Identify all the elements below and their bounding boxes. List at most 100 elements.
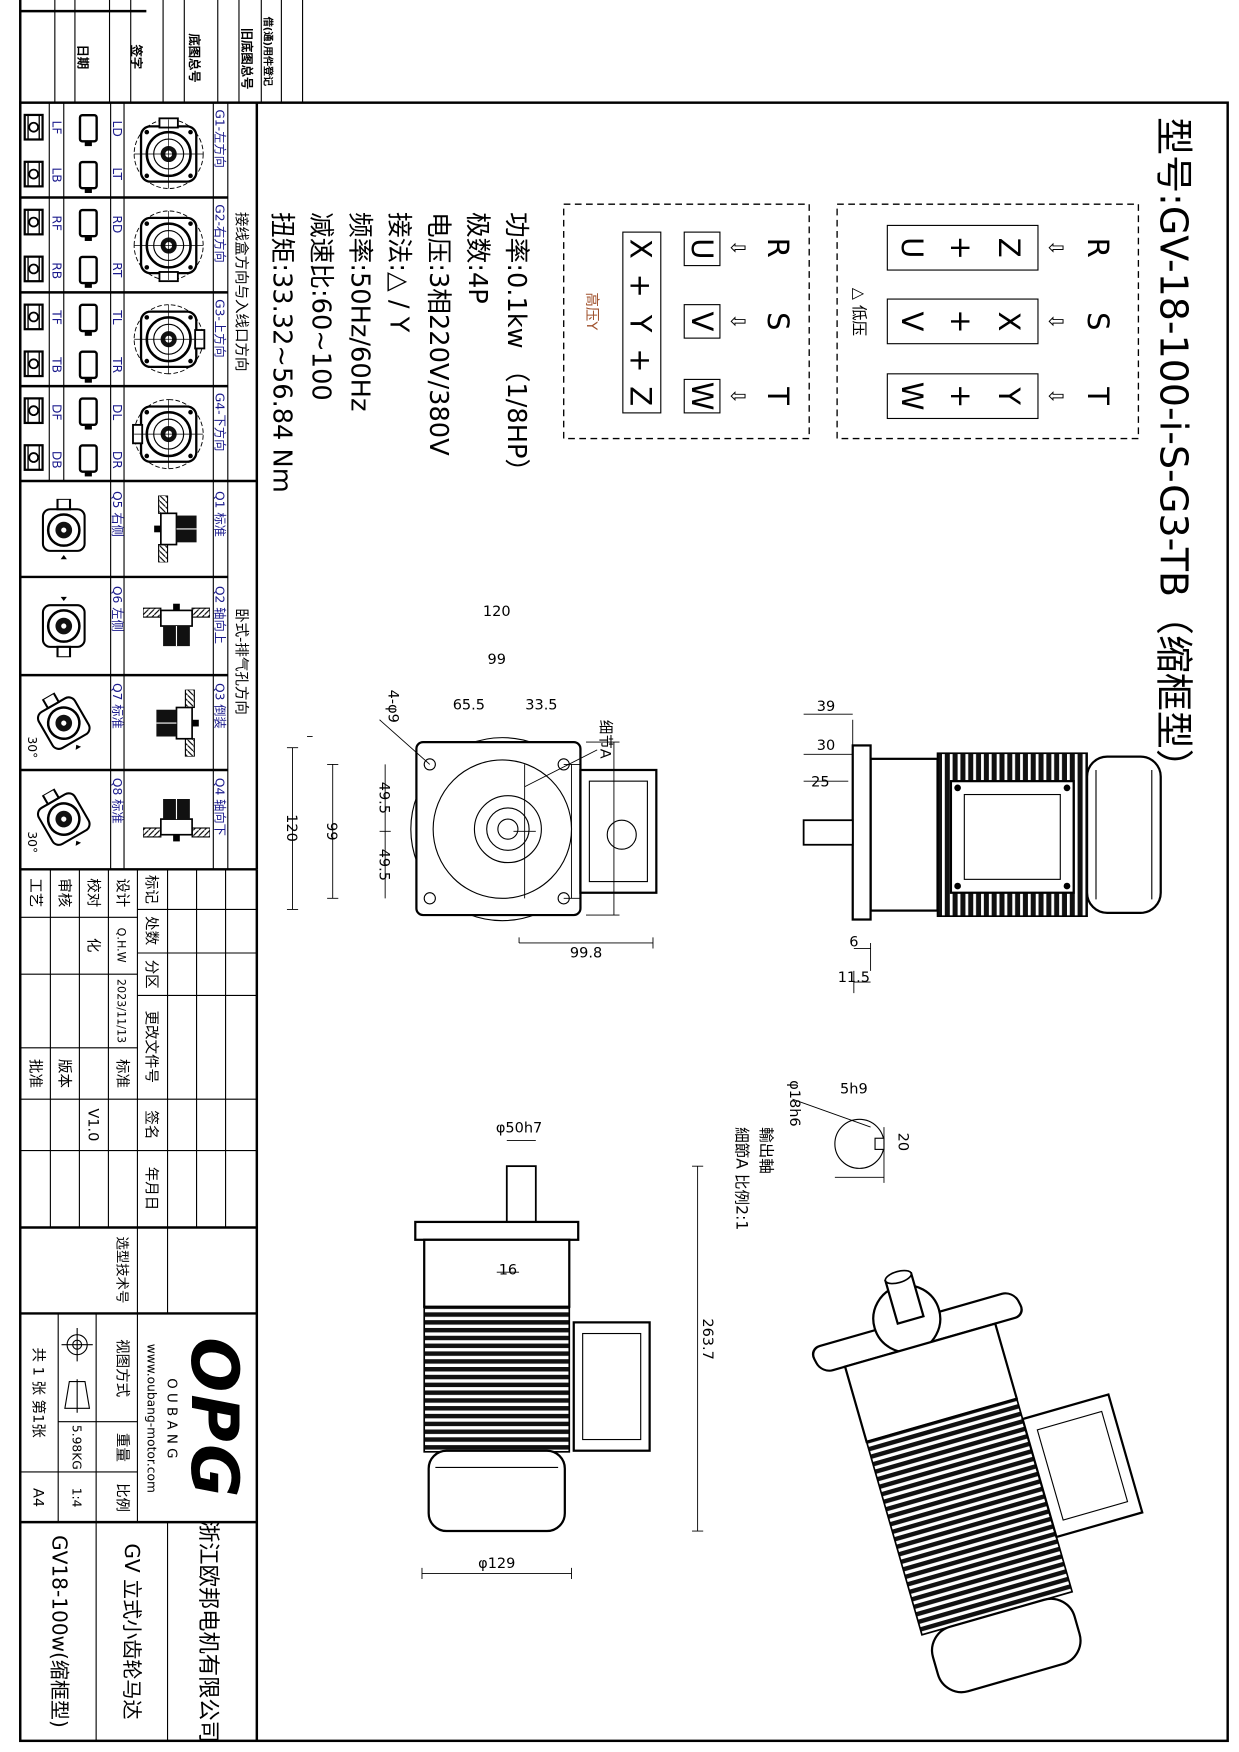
wiring-high-voltage: R S T ⇩ ⇩ ⇩ U V W X + Y + Z 高压Y (563, 203, 810, 440)
dim-6: 6 (849, 934, 858, 950)
dim-129: φ129 (478, 1556, 515, 1572)
dim-key: 5h9 (840, 1082, 868, 1098)
dim-99-height: 99 (323, 822, 339, 840)
g3-label: G3-上方向 (213, 299, 228, 358)
header-count: 处数 (142, 916, 159, 945)
dim-shaft-dia: φ18h6 (786, 1080, 802, 1126)
wire-w: W (895, 382, 929, 411)
dim-49-5-bottom: 49.5 (376, 849, 392, 881)
strip-base-no: 底图总号 (187, 33, 202, 82)
arrow-down-icon: ⇩ (726, 239, 750, 256)
dim-11-5: 11.5 (838, 970, 870, 986)
wire-plus: + (944, 309, 978, 333)
orientation-table: 接线盒方向与入线口方向 卧式-排气孔方向 G1-左方向 LD LT LF LB … (19, 102, 259, 871)
review-label: 审核 (55, 878, 72, 907)
drawing-frame (19, 101, 1229, 1743)
spec-poles: 极数:4P (462, 212, 492, 304)
wire-u: U (685, 238, 719, 259)
registration-strip: 日期 签字 底图总号 旧底图总号 借(通)用件登记 (54, 0, 304, 103)
wiring-low-voltage: R S T ⇩ ⇩ ⇩ Z + U X + V Y + W △ 低压 (836, 203, 1140, 440)
header-signature: 签名 (142, 1110, 159, 1139)
junction-box-title: 接线盒方向与入线口方向 (233, 212, 250, 371)
paper-size: A4 (30, 1488, 46, 1507)
arrow-down-icon: ⇩ (726, 388, 750, 405)
design-date: 2023/11/13 (114, 979, 127, 1043)
view-method-label: 视图方式 (113, 1339, 130, 1397)
output-shaft-label: 輸出軸 (757, 1127, 775, 1174)
g1-label: G1-左方向 (213, 109, 228, 168)
wire-v: V (895, 311, 929, 331)
projection-symbol-icon (61, 1327, 93, 1413)
dim-33-5: 33.5 (525, 698, 557, 714)
strip-sign: 签字 (129, 44, 144, 70)
q8-label: Q8 标准 (110, 778, 124, 824)
g2-rd: RD (110, 215, 124, 233)
g2-rb: RB (50, 262, 64, 279)
dim-99-8: 99.8 (570, 945, 602, 961)
low-voltage-label: △ 低压 (850, 288, 868, 336)
g2-label: G2-右方向 (213, 204, 228, 263)
model-name: GV18-100w(缩框型) (48, 1535, 72, 1728)
g3-tl: TL (110, 309, 124, 324)
wire-u: U (895, 237, 929, 258)
g1-lb: LB (50, 167, 64, 182)
wire-plus: + (944, 384, 978, 408)
terminal-r: R (1081, 238, 1115, 258)
q5-label: Q5 右侧 (110, 491, 125, 537)
dim-99-width: 99 (488, 652, 506, 668)
dim-shaft-height: 20 (894, 1133, 910, 1151)
high-voltage-label: 高压Y (583, 292, 600, 330)
arrow-down-icon: ⇩ (1044, 388, 1068, 405)
wire-x: X (624, 239, 658, 259)
opg-logo: OPG (176, 1337, 251, 1499)
dim-65-5: 65.5 (453, 698, 485, 714)
g4-dl: DL (110, 404, 124, 420)
dim-holes: 4-φ9 (385, 690, 401, 723)
dim-25: 25 (811, 775, 829, 791)
approve-label: 批准 (26, 1059, 43, 1088)
spec-power: 功率:0.1kw （1/8HP） (501, 212, 531, 484)
g1-lf: LF (50, 121, 64, 135)
standard-label: 标准 (113, 1059, 130, 1088)
weight-value: 5.98KG (70, 1425, 84, 1470)
g1-ld: LD (110, 121, 124, 137)
g4-db: DB (50, 451, 64, 469)
dim-30: 30 (817, 738, 835, 754)
bottom-view: φ50h7 16 263.7 φ129 (414, 1121, 715, 1580)
g1-lt: LT (110, 167, 124, 180)
scale-value: 1:4 (70, 1488, 84, 1508)
checker-value: 化 (84, 938, 101, 952)
wire-plus: + (944, 236, 978, 260)
wire-y: Y (624, 314, 658, 333)
g3-tb: TB (50, 356, 64, 373)
angle-label: 30° (25, 831, 39, 853)
dim-120-width: 120 (483, 604, 511, 620)
website: www.oubang-motor.com (144, 1344, 158, 1493)
header-mark: 标记 (142, 875, 159, 904)
orientation-q4: Q4 轴向下 Q8 标准 30° (25, 778, 228, 857)
dim-263-7: 263.7 (699, 1318, 715, 1360)
g3-tf: TF (50, 309, 64, 325)
strip-old-base-no: 旧底图总号 (239, 28, 254, 89)
title-block: 标记 处数 分区 更改文件号 签名 年月日 设计 Q.H.W 2023/11/1… (20, 869, 259, 1743)
wire-z: Z (992, 238, 1026, 258)
scale-label: 比例 (113, 1483, 130, 1512)
version-value: V1.0 (84, 1108, 100, 1141)
arrow-down-icon: ⇩ (1044, 313, 1068, 330)
dim-49-5-top: 49.5 (376, 782, 392, 814)
spec-ratio: 减速比:60~100 (306, 212, 336, 401)
shaft-detail: φ18h6 5h9 20 輸出軸 細節A 比例2:1 (733, 1080, 911, 1230)
wire-y: Y (992, 386, 1026, 405)
orientation-g2: G2-右方向 RD RT RF RB (23, 204, 228, 290)
dim-16: 16 (499, 1262, 517, 1278)
terminal-t: T (1081, 386, 1115, 405)
exhaust-title: 卧式-排气孔方向 (233, 608, 250, 715)
arrow-down-icon: ⇩ (726, 313, 750, 330)
terminal-r: R (761, 238, 795, 258)
detail-scale-label: 細節A 比例2:1 (733, 1127, 751, 1230)
detail-a-label: 细节A (597, 720, 614, 759)
side-view: 39 30 25 6 11.5 (802, 699, 1162, 994)
wire-x: X (992, 311, 1026, 331)
terminal-s: S (761, 312, 795, 330)
